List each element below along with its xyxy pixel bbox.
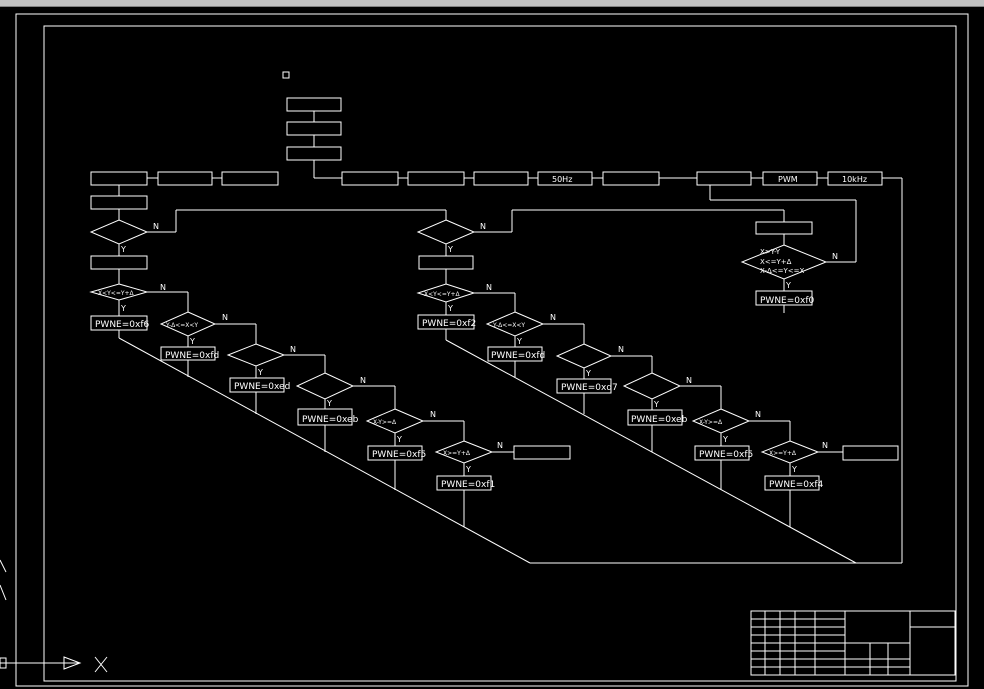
- cond-label: X>=Y+Δ: [769, 450, 797, 457]
- box-calc: [407, 171, 465, 186]
- left-process-box: [90, 255, 148, 270]
- yes-label: Y: [722, 435, 728, 444]
- pwne-label: PWNE=0xfd: [165, 351, 219, 361]
- mid-decision-4: [555, 343, 613, 369]
- mid-pwne-f5-box: [694, 445, 750, 461]
- no-label: N: [486, 283, 492, 292]
- yes-label: Y: [585, 369, 591, 378]
- yes-label: Y: [189, 337, 195, 346]
- drawing-outer-border: [15, 13, 969, 687]
- mid-pwne-f4-box: [764, 475, 820, 491]
- box-dac: [221, 171, 279, 186]
- freq-10khz-label: 10kHz: [842, 175, 867, 184]
- ucs-arrow-icon: [63, 656, 82, 670]
- drawing-inner-border: [43, 25, 957, 682]
- box-output: [696, 171, 752, 186]
- yes-label: Y: [120, 245, 126, 254]
- yes-label: Y: [785, 281, 791, 290]
- no-label: N: [222, 313, 228, 322]
- no-label: N: [755, 410, 761, 419]
- no-label: N: [153, 222, 159, 231]
- yes-label: Y: [447, 245, 453, 254]
- mid-pwne-eb-box: [627, 409, 683, 426]
- left-decision-5: [295, 372, 355, 400]
- no-label: N: [360, 376, 366, 385]
- mid-decision-1: [416, 219, 476, 245]
- pwm-label: PWM: [778, 175, 798, 184]
- no-label: N: [550, 313, 556, 322]
- yes-label: Y: [653, 400, 659, 409]
- pwne-label: PWNE=0xf6: [95, 320, 150, 330]
- box-interrupt: [602, 171, 660, 186]
- cond-label: X-Δ<=Y<=X: [760, 267, 804, 275]
- left-detect-box: [90, 195, 148, 210]
- mid-decision-5: [622, 372, 682, 400]
- yes-label: Y: [396, 435, 402, 444]
- start-box: [286, 97, 342, 112]
- pwne-label: PWNE=0xf2: [422, 319, 476, 329]
- yes-label: Y: [465, 465, 471, 474]
- no-label: N: [497, 441, 503, 450]
- no-label: N: [480, 222, 486, 231]
- yes-label: Y: [326, 399, 332, 408]
- cond-label: Y-Δ<=X<Y: [165, 322, 198, 329]
- pwne-label: PWNE=0xf5: [372, 450, 426, 460]
- box-read: [90, 171, 148, 186]
- pwne-label: PWNE=0xed: [234, 382, 290, 392]
- mid-process-box: [418, 255, 474, 270]
- cond-label: X<Y<=Y+Δ: [98, 290, 135, 297]
- box-sample: [341, 171, 399, 186]
- yes-label: Y: [447, 304, 453, 313]
- left-decision-4: [226, 343, 286, 367]
- no-label: N: [822, 441, 828, 450]
- cond-label: X<=Y+Δ: [760, 258, 792, 266]
- pwne-label: PWNE=0xeb: [631, 415, 688, 425]
- right-process-box: [755, 221, 813, 235]
- pwne-label: PWNE=0xf1: [441, 480, 495, 490]
- cond-label: X<Y<=Y+Δ: [424, 291, 461, 298]
- pwne-label: PWNE=0xeb: [302, 415, 359, 425]
- no-label: N: [832, 252, 838, 261]
- cond-label: X>Y-Y: [760, 248, 781, 256]
- cond-label: X-Y>=Δ: [373, 419, 397, 426]
- mid-end-box: [842, 445, 899, 461]
- left-pwne-ed-box: [229, 377, 285, 393]
- origin-marker: [282, 71, 290, 79]
- no-label: N: [160, 283, 166, 292]
- box-ad: [157, 171, 213, 186]
- yes-label: Y: [791, 465, 797, 474]
- pwne-label: PWNE=0xf4: [769, 480, 824, 490]
- pwne-label: PWNE=0xf0: [760, 296, 815, 306]
- yes-label: Y: [516, 337, 522, 346]
- cond-label: X>=Y+Δ: [443, 450, 471, 457]
- no-label: N: [430, 410, 436, 419]
- yes-label: Y: [257, 368, 263, 377]
- no-label: N: [290, 345, 296, 354]
- left-end-box: [513, 445, 571, 460]
- pwne-label: PWNE=0xf5: [699, 450, 753, 460]
- pwne-label: PWNE=0xfd: [491, 351, 545, 361]
- no-label: N: [686, 376, 692, 385]
- box-timer: [473, 171, 529, 186]
- cond-label: X-Y>=Δ: [699, 419, 723, 426]
- cond-label: Y-Δ<=X<Y: [492, 322, 525, 329]
- application-toolbar-strip: [0, 0, 984, 7]
- yes-label: Y: [120, 304, 126, 313]
- left-decision-1: [89, 219, 149, 245]
- freq-50hz-label: 50Hz: [552, 175, 572, 184]
- no-label: N: [618, 345, 624, 354]
- pwne-label: PWNE=0xd7: [561, 383, 618, 393]
- init-box: [286, 121, 342, 136]
- ad-da-box: [286, 146, 342, 161]
